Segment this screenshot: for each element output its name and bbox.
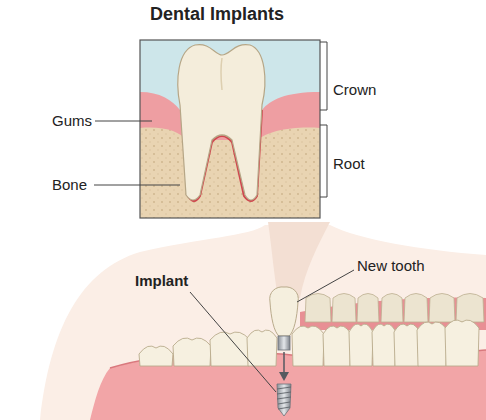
- face-silhouette-part: [268, 222, 330, 298]
- lower-tooth: [210, 332, 250, 366]
- implant-figure-part: [270, 287, 299, 336]
- lower-tooth: [417, 322, 447, 366]
- leader-lines-part: [94, 185, 180, 186]
- upper-tooth: [381, 294, 403, 323]
- implant-figure-part: [278, 336, 290, 350]
- bracket-lines-part: [320, 125, 327, 197]
- face-silhouette-part: [40, 225, 486, 420]
- implant-figure: [270, 287, 299, 416]
- leader-lines-part: [95, 121, 152, 122]
- lower-tooth: [323, 326, 351, 366]
- lower-teeth: [139, 320, 479, 366]
- upper-tooth: [456, 294, 484, 323]
- implant-figure-part: [279, 372, 289, 381]
- lower-tooth: [292, 326, 324, 366]
- lower-tooth: [247, 330, 277, 366]
- lower-tooth: [349, 324, 373, 366]
- part-label: Implant: [135, 272, 188, 289]
- part-label: Crown: [333, 81, 376, 98]
- bracket-lines-part: [320, 42, 327, 110]
- leader-lines: [94, 121, 354, 392]
- upper-tooth: [404, 294, 428, 323]
- inset-cross-section-part-part: [178, 45, 265, 200]
- implant-figure-part: [277, 387, 291, 409]
- inset-cross-section-part-part: [140, 40, 320, 218]
- leader-lines-part: [190, 292, 276, 392]
- upper-teeth: [305, 294, 484, 323]
- lower-tooth: [139, 346, 173, 366]
- lower-tooth: [173, 338, 211, 366]
- face-silhouette: [40, 222, 486, 420]
- implant-figure-part: [283, 352, 285, 374]
- upper-tooth: [357, 294, 379, 323]
- lower-tooth: [445, 320, 479, 366]
- upper-tooth: [429, 294, 455, 323]
- lower-tooth: [372, 324, 396, 366]
- leader-lines-part: [297, 270, 354, 302]
- diagram-title: Dental Implants: [150, 4, 284, 25]
- part-label: Gums: [52, 112, 92, 129]
- part-label: Bone: [52, 176, 87, 193]
- upper-tooth: [305, 294, 331, 323]
- inset-cross-section: [140, 40, 320, 218]
- part-label: New tooth: [357, 257, 425, 274]
- part-label: Root: [333, 155, 365, 172]
- implant-figure-part: [277, 384, 291, 416]
- inset-cross-section-part: [140, 40, 320, 218]
- bracket-lines: [320, 42, 327, 197]
- upper-tooth: [332, 294, 356, 323]
- inset-cross-section-part: [140, 40, 320, 218]
- lower-tooth: [394, 324, 420, 366]
- inset-cross-section-part-part: [221, 58, 222, 90]
